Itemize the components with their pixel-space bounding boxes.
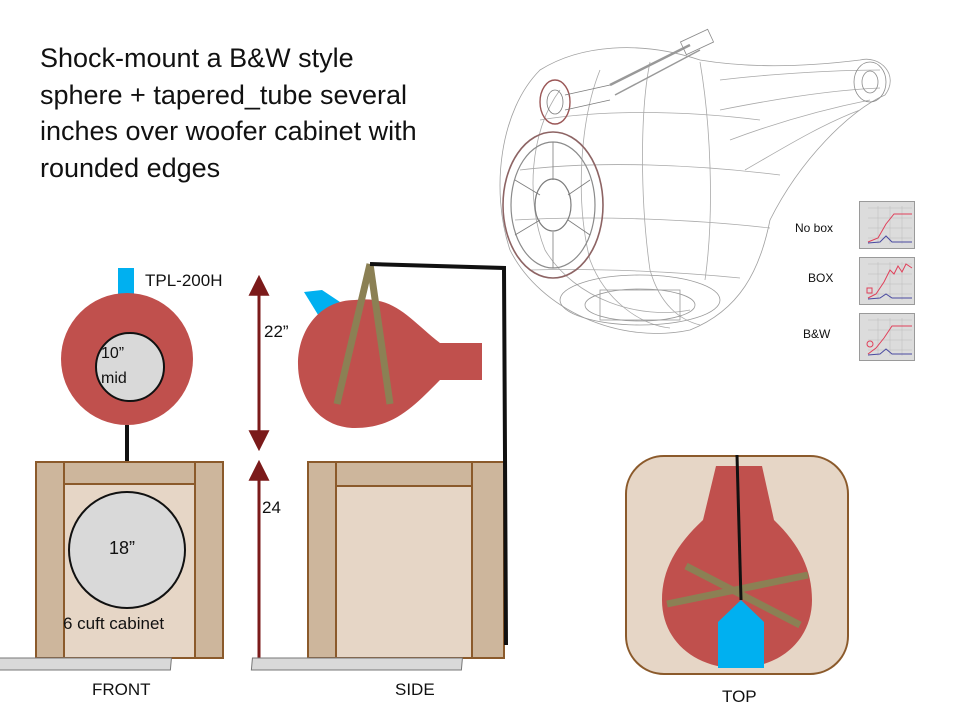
cabinet-height-label: 24	[262, 498, 281, 517]
side-brace-right	[366, 263, 394, 405]
mid-size-label: 10”	[101, 345, 125, 362]
title-line-2: sphere + tapered_tube several	[40, 79, 408, 110]
title-line-4: rounded edges	[40, 152, 221, 183]
top-tweeter	[718, 600, 764, 668]
driver-model-label: TPL-200H	[145, 271, 223, 290]
wireframe-render	[499, 28, 891, 334]
side-view	[250, 262, 508, 671]
front-mid-driver	[95, 332, 165, 402]
front-cabinet-right-panel	[194, 461, 224, 659]
top-suspension-line	[735, 454, 743, 601]
woofer-size-label: 18”	[109, 538, 136, 558]
side-base-plate	[250, 657, 463, 671]
response-curve-icon	[867, 206, 912, 244]
top-sphere-and-tube	[662, 466, 812, 668]
front-cabinet-top-brace	[63, 461, 196, 485]
legend-bw: B&W	[803, 327, 831, 341]
front-view	[0, 268, 224, 671]
side-cabinet-rear-panel	[471, 461, 505, 659]
legend-box: BOX	[808, 271, 834, 285]
side-cabinet-front-panel	[307, 461, 337, 659]
front-cabinet-left-panel	[35, 461, 65, 659]
front-base-plate	[0, 657, 172, 671]
slide-title: Shock-mount a B&W style sphere + tapered…	[40, 40, 480, 186]
side-suspension-frame	[369, 262, 508, 646]
response-thumb-bw	[859, 313, 915, 361]
side-tweeter	[304, 290, 340, 318]
cabinet-volume-label: 6 cuft cabinet	[63, 614, 165, 633]
response-thumb-box	[859, 257, 915, 305]
response-curve-icon	[866, 262, 913, 300]
top-view-label: TOP	[722, 687, 757, 706]
top-view	[625, 454, 849, 675]
front-woofer	[68, 491, 186, 609]
front-view-label: FRONT	[92, 680, 151, 699]
legend-no-box: No box	[795, 221, 834, 235]
title-line-1: Shock-mount a B&W style	[40, 43, 354, 73]
side-brace-left	[333, 263, 374, 405]
sphere-height-label: 22”	[264, 322, 289, 341]
side-cabinet-top-brace	[335, 461, 473, 487]
response-curve-icon	[866, 318, 912, 356]
title-line-3: inches over woofer cabinet with	[40, 116, 417, 146]
top-brace-b	[684, 562, 802, 629]
response-thumb-no-box	[859, 201, 915, 249]
side-sphere-and-tube	[298, 299, 482, 428]
mid-word-label: mid	[101, 370, 127, 387]
side-view-label: SIDE	[395, 680, 435, 699]
